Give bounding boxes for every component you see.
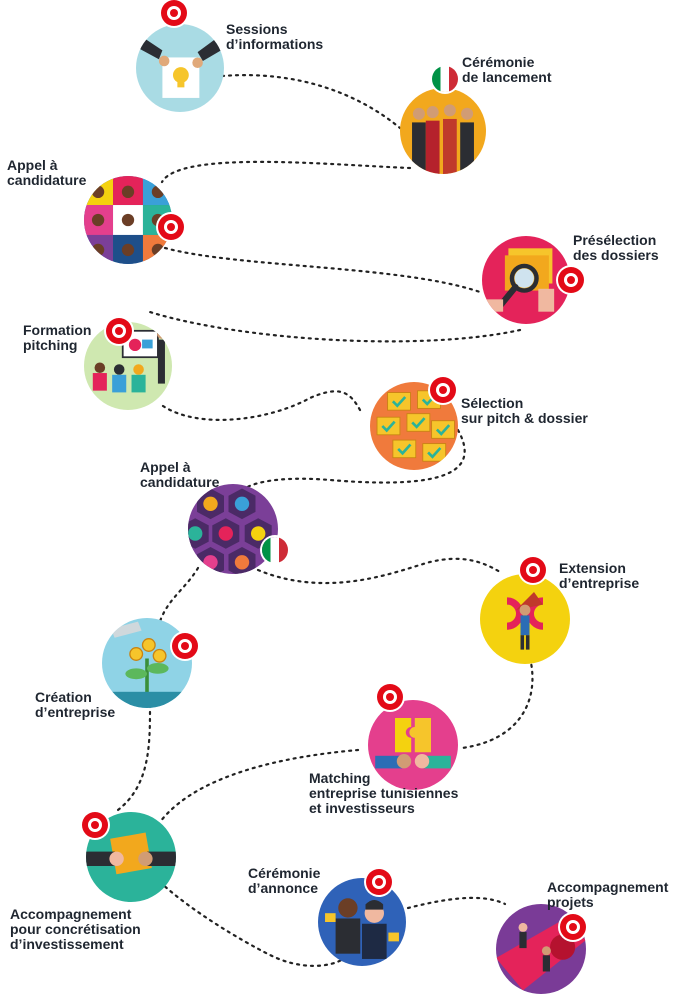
tunisia-flag-icon <box>560 914 586 940</box>
italy-flag-icon <box>432 66 458 92</box>
appel-candidature-2-illustration <box>188 484 278 574</box>
tunisia-flag-icon <box>558 267 584 293</box>
extension-illustration <box>480 574 570 664</box>
italy-flag-icon <box>262 537 288 563</box>
tunisia-flag-icon <box>520 557 546 583</box>
matching-illustration <box>368 700 458 790</box>
tunisia-flag-icon <box>430 377 456 403</box>
tunisia-flag-icon <box>366 869 392 895</box>
tunisia-flag-icon <box>172 633 198 659</box>
tunisia-flag-icon <box>106 318 132 344</box>
ceremonie-annonce-illustration <box>318 878 406 966</box>
preselection-illustration <box>482 236 570 324</box>
tunisia-flag-icon <box>161 0 187 26</box>
tunisia-flag-icon <box>158 214 184 240</box>
tunisia-flag-icon <box>82 812 108 838</box>
creation-illustration <box>102 618 192 708</box>
sessions-illustration <box>136 24 224 112</box>
ceremonie-lancement-illustration <box>400 88 486 174</box>
tunisia-flag-icon <box>377 684 403 710</box>
